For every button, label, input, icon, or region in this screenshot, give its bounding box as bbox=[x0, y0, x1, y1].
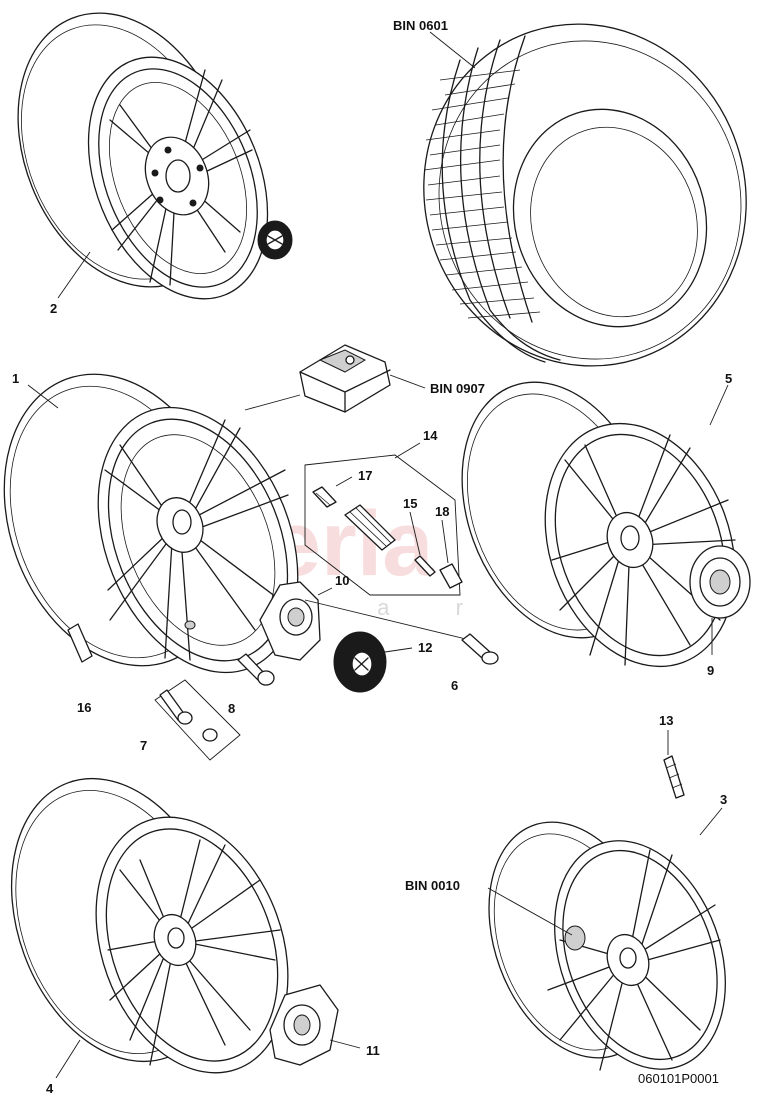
tpms-sensor[interactable] bbox=[299, 344, 391, 413]
callout-7: 7 bbox=[140, 738, 147, 753]
valve-13[interactable] bbox=[663, 755, 685, 799]
wheel-5[interactable] bbox=[428, 355, 762, 693]
bolt-6-guide bbox=[304, 599, 471, 641]
wheel-bolt-8[interactable] bbox=[237, 653, 275, 686]
callout-bin-0601: BIN 0601 bbox=[393, 18, 448, 33]
valve-stem[interactable] bbox=[344, 504, 396, 551]
callout-15: 15 bbox=[403, 496, 417, 511]
leader-11 bbox=[329, 1039, 361, 1049]
callout-13: 13 bbox=[659, 713, 673, 728]
bolt-set-7[interactable] bbox=[159, 689, 218, 742]
drawing-code: 060101P0001 bbox=[638, 1071, 719, 1086]
callout-2: 2 bbox=[50, 301, 57, 316]
leader-12 bbox=[384, 647, 413, 653]
leader-4 bbox=[55, 1039, 81, 1079]
leader-18 bbox=[441, 519, 449, 564]
wheel-2[interactable] bbox=[0, 0, 301, 326]
callout-18: 18 bbox=[435, 504, 449, 519]
bolt-set-frame bbox=[154, 679, 241, 761]
bolt-6[interactable] bbox=[461, 633, 499, 665]
callout-17: 17 bbox=[358, 468, 372, 483]
callout-8: 8 bbox=[228, 701, 235, 716]
leader-17 bbox=[335, 476, 353, 487]
leader-bin-0907-wheel bbox=[244, 394, 301, 411]
callout-12: 12 bbox=[418, 640, 432, 655]
leader-14 bbox=[394, 442, 421, 459]
callout-4: 4 bbox=[46, 1081, 54, 1096]
callout-14: 14 bbox=[423, 428, 438, 443]
leader-bin-0601 bbox=[429, 31, 476, 69]
callout-9: 9 bbox=[707, 663, 714, 678]
wheel-3[interactable] bbox=[458, 798, 755, 1093]
leader-5 bbox=[709, 384, 729, 426]
center-cap-9[interactable] bbox=[689, 545, 751, 619]
center-cap-10[interactable] bbox=[259, 581, 321, 661]
leader-10 bbox=[317, 587, 333, 596]
callout-16: 16 bbox=[77, 700, 91, 715]
valve-core-15[interactable] bbox=[414, 555, 436, 577]
callout-bin-0907: BIN 0907 bbox=[430, 381, 485, 396]
leader-3 bbox=[699, 807, 723, 836]
callout-1: 1 bbox=[12, 371, 19, 386]
wheel-4[interactable] bbox=[0, 749, 322, 1100]
leader-bin-0010 bbox=[487, 887, 573, 936]
wheel-1[interactable] bbox=[0, 342, 335, 702]
valve-screw-17[interactable] bbox=[312, 486, 337, 508]
callout-11: 11 bbox=[366, 1043, 380, 1058]
center-cap-small[interactable] bbox=[257, 220, 293, 260]
callout-bin-0010: BIN 0010 bbox=[405, 878, 460, 893]
tyre[interactable] bbox=[380, 0, 762, 408]
callout-3: 3 bbox=[720, 792, 727, 807]
center-cap-11[interactable] bbox=[269, 984, 339, 1066]
callout-10: 10 bbox=[335, 573, 349, 588]
valve-cap-18[interactable] bbox=[439, 563, 463, 589]
callout-6: 6 bbox=[451, 678, 458, 693]
leader-1 bbox=[27, 384, 59, 409]
balance-weight-16[interactable] bbox=[67, 623, 93, 663]
leader-2 bbox=[57, 251, 91, 299]
valve-kit-frame bbox=[304, 454, 461, 596]
callout-5: 5 bbox=[725, 371, 732, 386]
leader-bin-0907 bbox=[389, 374, 426, 389]
leader-15 bbox=[409, 511, 421, 556]
emblem-12[interactable] bbox=[333, 631, 387, 693]
